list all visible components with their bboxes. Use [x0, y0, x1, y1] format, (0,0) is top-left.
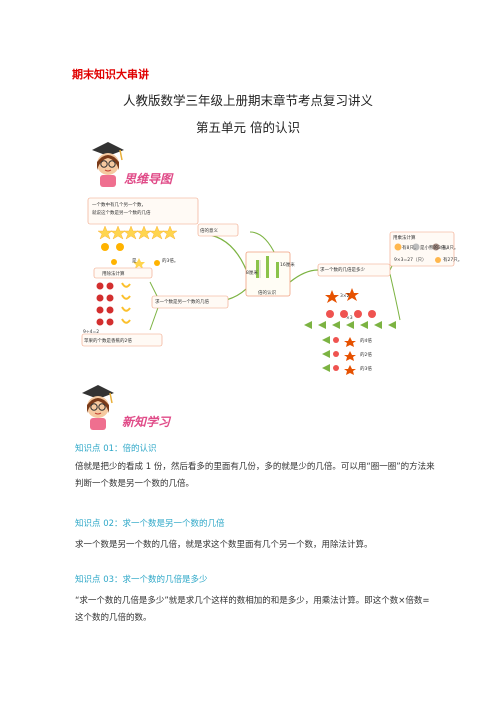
fig-small-2: ×3	[346, 316, 353, 321]
mult-expr: 9×3=27（只）	[394, 258, 427, 263]
kp3-title: 知识点 03：求一个数的几倍是多少	[75, 575, 208, 585]
branch-find-multiple: 求一个数是另一个数的几倍	[155, 300, 209, 305]
kp2-text: 求一个数是另一个数的几倍，就是求这个数里面有几个另一个数，用除法计算。	[75, 540, 373, 550]
division-note: 苹果的个数是香蕉的2倍	[84, 339, 132, 344]
branch-find-times: 求一个数的几倍是多少	[320, 268, 365, 273]
bananas-icon	[121, 282, 131, 324]
mult-line1a: 有8只，	[402, 246, 419, 251]
kp1-text: 倍就是把少的看成 1 份，然后看多的里面有几份，多的就是少的几倍。可以用“圈一圈…	[75, 462, 435, 489]
mult-line1c: 有8只。	[442, 246, 459, 251]
mindmap-diagram	[81, 197, 455, 375]
animal-faces-icon	[394, 243, 441, 263]
bar-label-a: 8厘米	[246, 271, 258, 276]
mindmap-mascot-banner	[92, 142, 124, 187]
mult-result: 有27只。	[443, 258, 463, 263]
mindmap-banner: 思维导图	[124, 172, 173, 186]
kp3-text: “求一个数的几倍是多少”就是求几个这样的数相加的和是多少，用乘法计算。即这个数×…	[75, 596, 430, 623]
multiplication-label: 用乘法计算	[393, 236, 416, 241]
fig-label-2: 的2倍	[360, 353, 372, 358]
newknowledge-mascot	[82, 385, 114, 430]
kp1-title: 知识点 01：倍的认识	[75, 444, 157, 454]
meaning-note2: 的3倍。	[162, 259, 179, 264]
division-expr: 9÷4=2	[83, 330, 100, 335]
fig-label-1: 的4倍	[360, 339, 372, 344]
girl-mascot-icon	[82, 385, 114, 430]
division-label: 用除法计算	[102, 272, 125, 277]
meaning-line2: 就说这个数是另一个数的几倍	[92, 211, 151, 216]
meaning-line1: 一个数中有几个另一个数，	[92, 203, 146, 208]
center-label: 倍的认识	[258, 291, 276, 296]
meaning-note: 是	[132, 259, 137, 264]
star-figure-icon	[325, 288, 359, 303]
stars-icon	[97, 225, 178, 240]
newknowledge-banner: 新知学习	[122, 415, 171, 429]
sub-title: 第五单元 倍的认识	[196, 120, 300, 135]
comparison-rows-icon	[322, 336, 356, 375]
fig-small-1: 3×2	[340, 294, 350, 299]
branch-meaning: 倍的意义	[200, 229, 218, 234]
mult-line1b: 是小熊的3倍，	[420, 246, 450, 251]
bar-label-b: 16厘米	[280, 263, 295, 268]
kp2-title: 知识点 02：求一个数是另一个数的几倍	[75, 519, 225, 529]
main-title: 人教版数学三年级上册期末章节考点复习讲义	[122, 93, 373, 108]
fish-row-icon	[304, 310, 396, 329]
girl-mascot-icon	[92, 142, 124, 187]
series-title: 期末知识大串讲	[72, 68, 149, 81]
apples-icon	[96, 282, 114, 326]
suns-icon	[101, 243, 160, 269]
fig-label-3: 的3倍	[360, 367, 372, 372]
